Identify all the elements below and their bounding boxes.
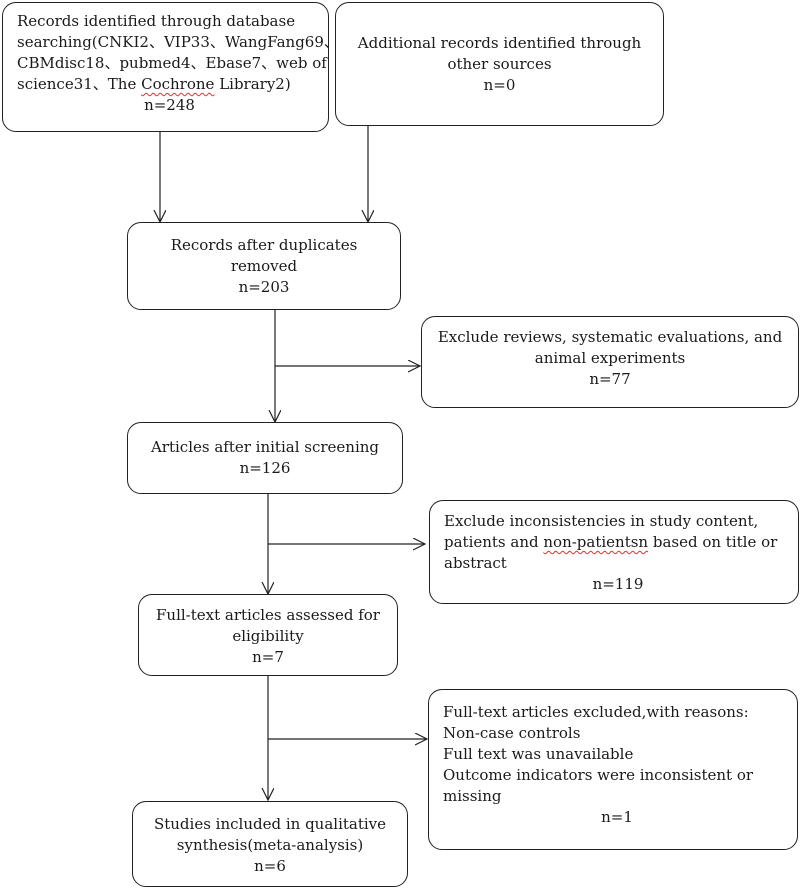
exclude-inconsistencies-line-2-part-a: patients and [444, 533, 544, 551]
exclude-inconsistencies-line-2-part-c: based on title or [648, 533, 778, 551]
full-text-excluded-box: Full-text articles excluded,with reasons… [428, 689, 798, 850]
exclude-reviews-line-1: Exclude reviews, systematic evaluations,… [437, 328, 783, 346]
database-line-1: Records identified through database [17, 12, 296, 30]
initial-screening-line-1: Articles after initial screening [150, 438, 380, 456]
exclude-reviews-count: n=77 [589, 370, 631, 388]
exclude-inconsistencies-line-1: Exclude inconsistencies in study content… [444, 512, 759, 530]
full-text-excluded-count: n=1 [601, 808, 633, 826]
full-text-excluded-line-1: Full-text articles excluded,with reasons… [443, 703, 749, 721]
full-text-assessed-count: n=7 [252, 648, 284, 666]
database-line-2: searching(CNKI2、VIP33、WangFang69、 [17, 33, 339, 51]
included-line-1: Studies included in qualitative [153, 815, 387, 833]
database-line-4-part-a: science31、The [17, 75, 142, 93]
exclude-reviews-box: Exclude reviews, systematic evaluations,… [421, 316, 799, 408]
full-text-excluded-line-3: Full text was unavailable [443, 745, 634, 763]
duplicates-line-2: removed [230, 257, 298, 275]
other-sources-count: n=0 [483, 76, 516, 94]
full-text-excluded-line-2: Non-case controls [443, 724, 581, 742]
exclude-inconsistencies-line-2-part-b: non-patientsn [543, 533, 649, 551]
full-text-assessed-line-2: eligibility [232, 627, 304, 645]
full-text-excluded-line-5: missing [443, 787, 502, 805]
exclude-reviews-line-2: animal experiments [534, 349, 686, 367]
exclude-inconsistencies-box: Exclude inconsistencies in study content… [429, 500, 799, 604]
exclude-inconsistencies-line-3: abstract [444, 554, 507, 572]
initial-screening-count: n=126 [239, 459, 291, 477]
database-line-4-part-c: Library2) [214, 75, 291, 93]
duplicates-line-1: Records after duplicates [170, 236, 358, 254]
full-text-excluded-line-4: Outcome indicators were inconsistent or [443, 766, 754, 784]
exclude-inconsistencies-line-2: patients and non-patientsn based on titl… [444, 532, 792, 553]
full-text-assessed-line-1: Full-text articles assessed for [156, 606, 380, 624]
included-line-2: synthesis(meta-analysis) [176, 836, 364, 854]
other-sources-line-2: other sources [447, 55, 552, 73]
database-line-4-part-b: Cochrone [141, 75, 215, 93]
other-sources-line-1: Additional records identified through [357, 34, 642, 52]
initial-screening-box: Articles after initial screening n=126 [127, 422, 403, 494]
other-sources-box: Additional records identified through ot… [335, 2, 664, 126]
included-count: n=6 [254, 857, 286, 875]
duplicates-removed-box: Records after duplicates removed n=203 [127, 222, 401, 310]
full-text-assessed-box: Full-text articles assessed for eligibil… [138, 594, 398, 676]
included-studies-box: Studies included in qualitative synthesi… [132, 801, 408, 887]
exclude-inconsistencies-count: n=119 [592, 575, 644, 593]
database-count: n=248 [144, 96, 195, 114]
duplicates-count: n=203 [238, 278, 290, 296]
database-line-4: science31、The Cochrone Library2) [17, 74, 322, 95]
database-records-box: Records identified through database sear… [2, 2, 339, 132]
database-line-3: CBMdisc18、pubmed4、Ebase7、web of [17, 54, 327, 72]
